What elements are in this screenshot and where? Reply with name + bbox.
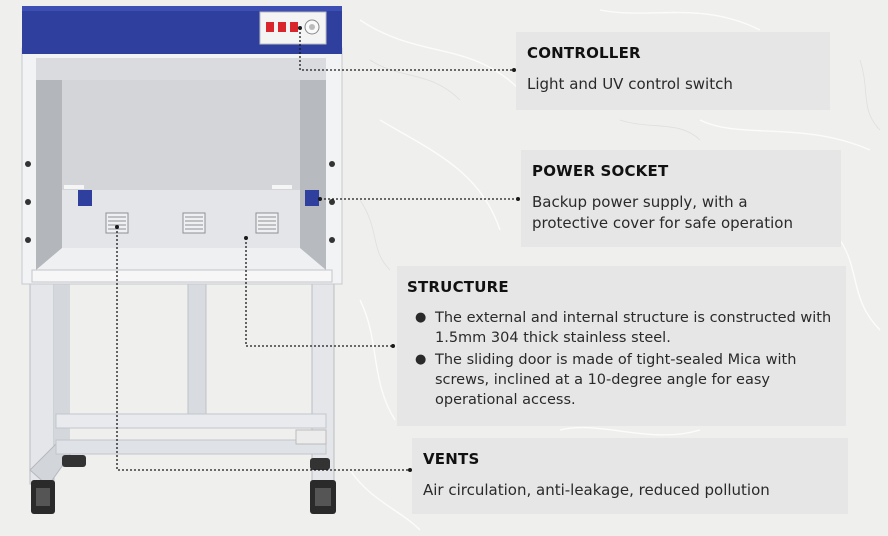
controller-description: Light and UV control switch bbox=[527, 75, 733, 93]
callout-lines bbox=[116, 28, 518, 471]
power-socket-line-2: protective cover for safe operation bbox=[532, 214, 793, 232]
list-item: ● The sliding door is made of tight-seal… bbox=[407, 350, 836, 410]
vents-description: Air circulation, anti-leakage, reduced p… bbox=[423, 481, 770, 499]
controller-card: CONTROLLER Light and UV control switch bbox=[516, 32, 830, 110]
vents-title: VENTS bbox=[423, 450, 480, 468]
cabinet-top-panel bbox=[22, 6, 342, 54]
structure-card: STRUCTURE ● The external and internal st… bbox=[397, 266, 846, 426]
structure-bullet-1: The external and internal structure is c… bbox=[435, 310, 832, 346]
vents-card: VENTS Air circulation, anti-leakage, red… bbox=[412, 438, 848, 514]
power-socket-title: POWER SOCKET bbox=[532, 162, 669, 180]
power-socket-line-1: Backup power supply, with a bbox=[532, 193, 748, 211]
structure-bullet-list: ● The external and internal structure is… bbox=[407, 308, 836, 410]
power-socket-card: POWER SOCKET Backup power supply, with a… bbox=[521, 150, 841, 247]
cabinet-body bbox=[21, 47, 343, 285]
disc-bullet-icon: ● bbox=[415, 310, 427, 325]
structure-bullet-2: The sliding door is made of tight-sealed… bbox=[435, 352, 797, 408]
power-socket-description: Backup power supply, with a protective c… bbox=[532, 192, 831, 234]
structure-title: STRUCTURE bbox=[407, 278, 509, 296]
disc-bullet-icon: ● bbox=[415, 352, 427, 367]
vent-grilles bbox=[105, 212, 279, 234]
cabinet-stand bbox=[29, 283, 336, 514]
list-item: ● The external and internal structure is… bbox=[407, 308, 836, 348]
controller-title: CONTROLLER bbox=[527, 44, 641, 62]
